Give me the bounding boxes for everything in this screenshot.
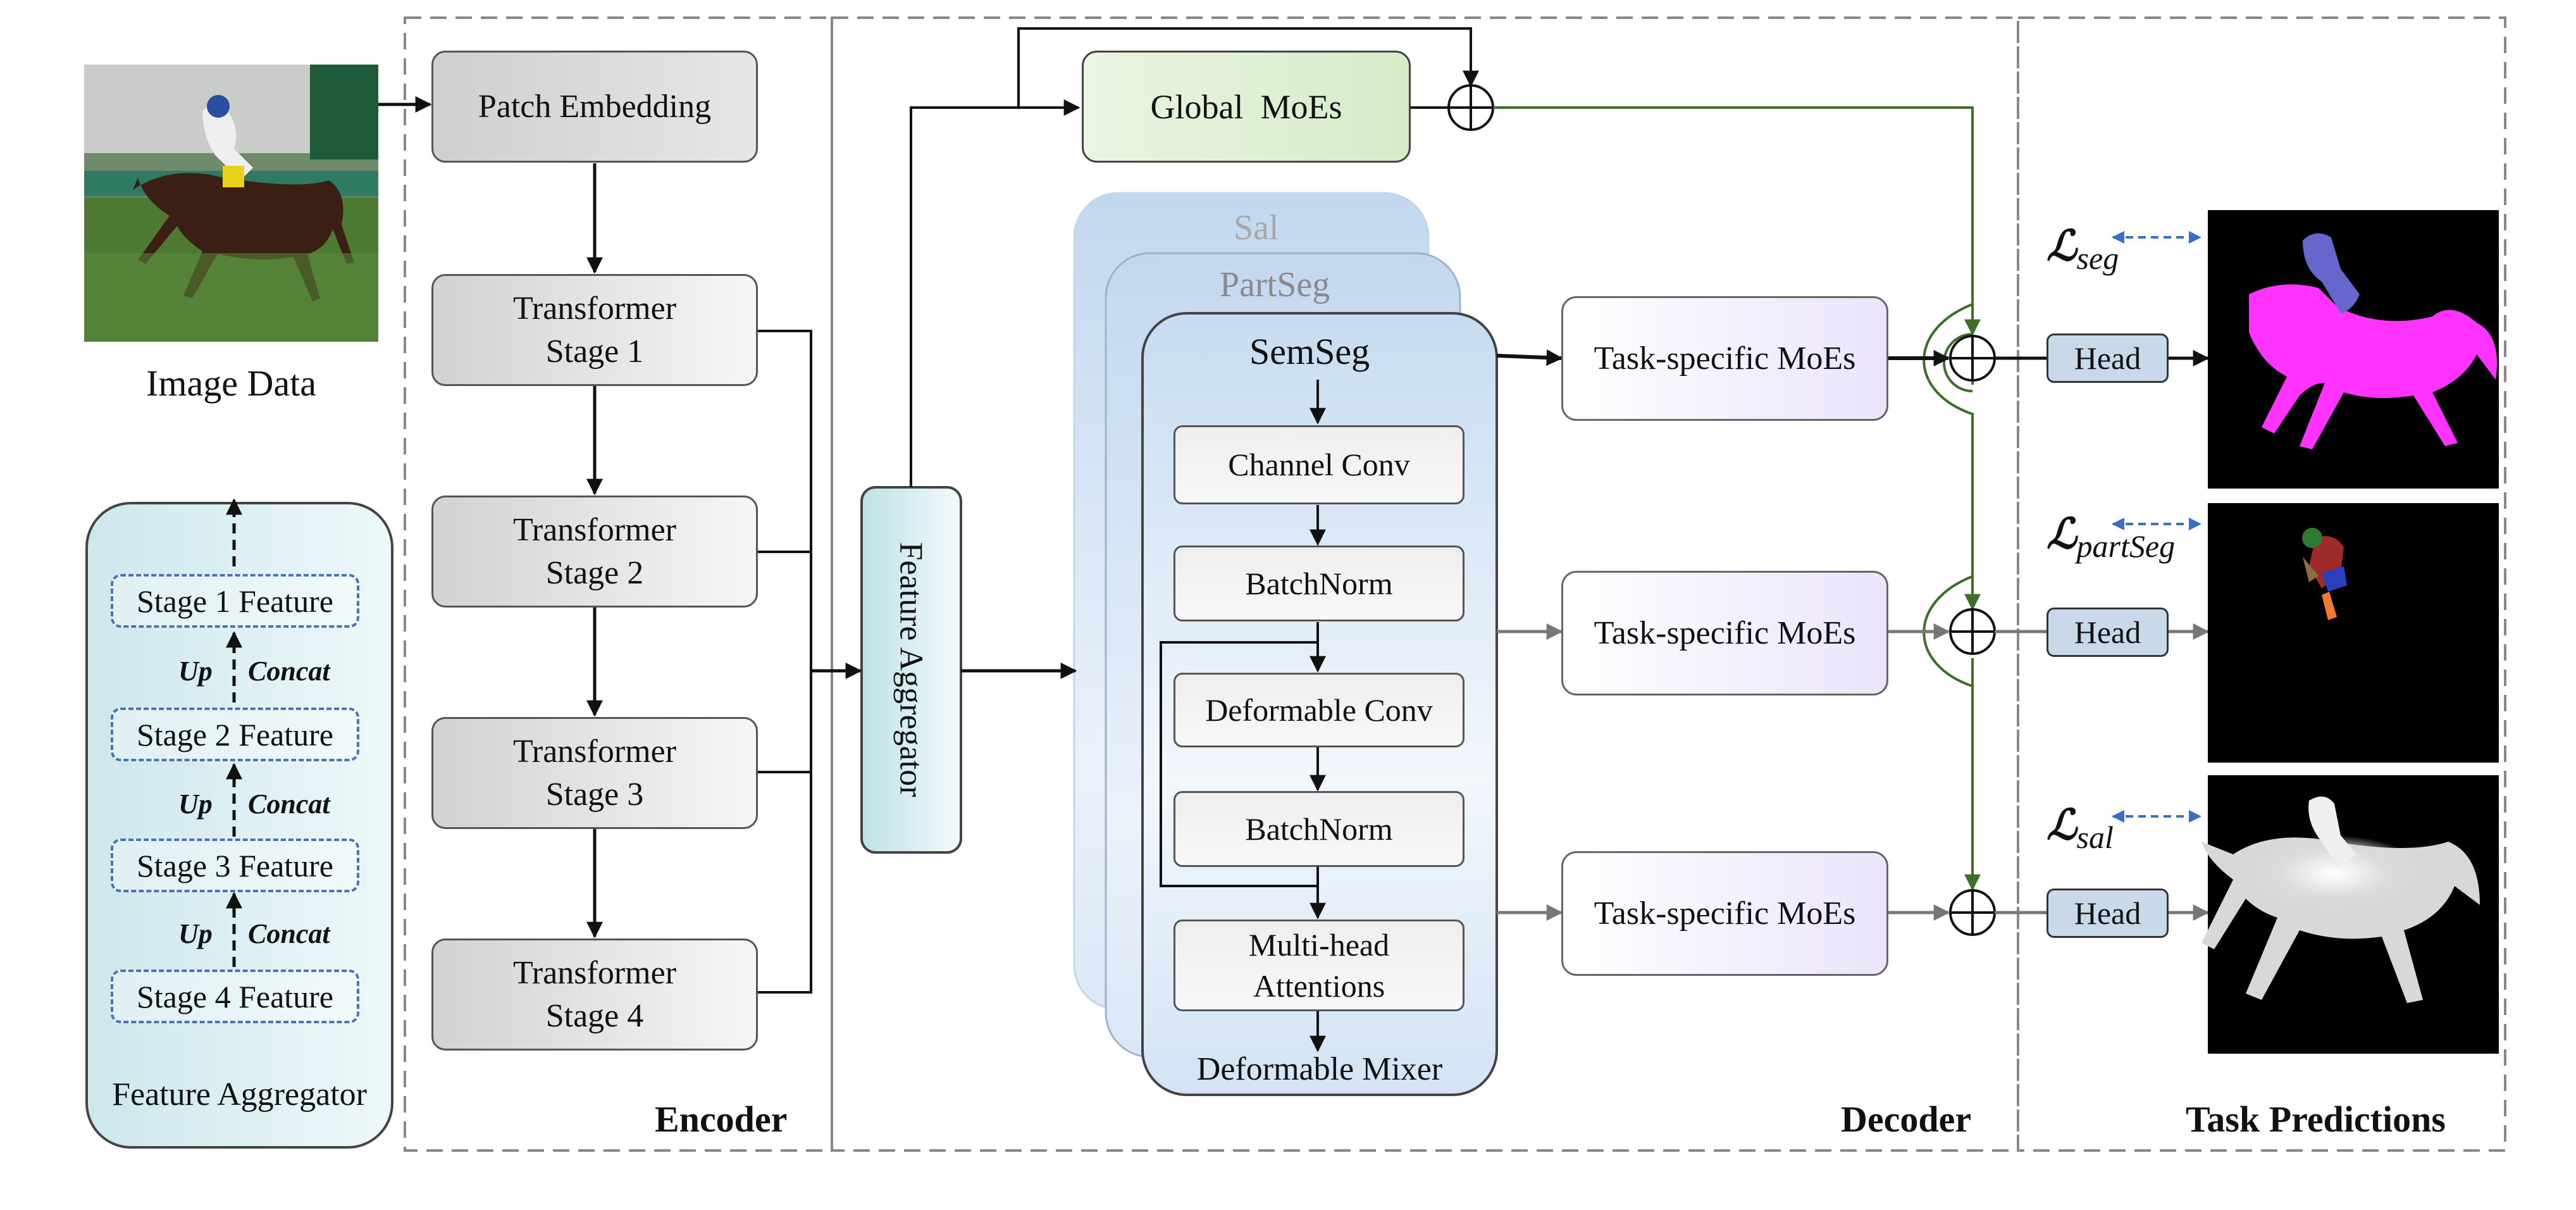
up-label-3: Up bbox=[178, 918, 213, 949]
multihead-attention-block: Multi-head Attentions bbox=[1173, 920, 1464, 1011]
head-sal: Head bbox=[2047, 889, 2169, 938]
up-label-2: Up bbox=[178, 789, 213, 820]
channel-conv-block: Channel Conv bbox=[1173, 425, 1464, 504]
input-image bbox=[84, 65, 378, 342]
image-data-label: Image Data bbox=[146, 363, 316, 404]
feature-aggregator-label: Feature Aggregator bbox=[893, 542, 929, 797]
head-partseg: Head bbox=[2047, 608, 2169, 657]
loss-seg-symbol: ℒ bbox=[2047, 223, 2077, 270]
encoder-section-border bbox=[404, 16, 833, 1152]
global-moes-label: Global MoEs bbox=[1150, 87, 1342, 126]
attention-line2: Attentions bbox=[1253, 968, 1385, 1004]
aggregator-panel-title: Feature Aggregator bbox=[112, 1076, 367, 1113]
predictions-title: Task Predictions bbox=[2186, 1099, 2446, 1140]
task-moe-partseg: Task-specific MoEs bbox=[1561, 571, 1888, 695]
decoder-title: Decoder bbox=[1841, 1099, 1972, 1140]
transformer-stage-3: Transformer Stage 3 bbox=[431, 717, 758, 829]
green-route-to-seg bbox=[1493, 106, 1981, 336]
concat-label-3: Concat bbox=[248, 918, 330, 949]
mixer-residual-path bbox=[1160, 641, 1318, 887]
global-moes-block: Global MoEs bbox=[1082, 51, 1411, 163]
deformable-conv-block: Deformable Conv bbox=[1173, 673, 1464, 747]
loss-seg: ℒseg bbox=[2047, 221, 2119, 277]
encoder-output-bus bbox=[757, 330, 812, 994]
loss-seg-subscript: seg bbox=[2076, 240, 2119, 277]
transformer-stage-1: Transformer Stage 1 bbox=[431, 274, 758, 386]
stage-3-line1: Transformer bbox=[512, 733, 677, 770]
patch-embedding-block: Patch Embedding bbox=[431, 51, 758, 163]
stage-4-line2: Stage 4 bbox=[545, 997, 644, 1034]
stage-2-line1: Transformer bbox=[512, 511, 677, 548]
stage-4-feature: Stage 4 Feature bbox=[111, 970, 359, 1023]
loss-sal: ℒsal bbox=[2047, 801, 2114, 856]
concat-label-1: Concat bbox=[248, 656, 330, 687]
up-label-1: Up bbox=[178, 656, 213, 687]
deformable-mixer-label: Deformable Mixer bbox=[1196, 1051, 1443, 1087]
arrow-skip-to-global-sum bbox=[1017, 27, 1479, 108]
loss-partseg-symbol: ℒ bbox=[2047, 511, 2077, 558]
stage-3-line2: Stage 3 bbox=[545, 776, 644, 813]
loss-partseg-subscript: partSeg bbox=[2076, 528, 2176, 564]
partseg-stack-label: PartSeg bbox=[1220, 265, 1330, 304]
stage-1-line2: Stage 1 bbox=[545, 333, 644, 370]
stage-4-line1: Transformer bbox=[512, 954, 677, 991]
seg-sum-node bbox=[1949, 335, 1996, 382]
arrow-semseg-to-moe bbox=[1496, 349, 1563, 366]
transformer-stage-2: Transformer Stage 2 bbox=[431, 496, 758, 608]
loss-partseg: ℒpartSeg bbox=[2047, 509, 2175, 564]
stage-2-line2: Stage 2 bbox=[545, 554, 644, 591]
partseg-sum-node bbox=[1949, 608, 1996, 655]
sal-sum-node bbox=[1949, 889, 1996, 936]
concat-label-2: Concat bbox=[248, 789, 330, 820]
green-bypass-seg bbox=[1923, 302, 1974, 416]
seg-prediction-image bbox=[2208, 210, 2499, 489]
stage-1-feature: Stage 1 Feature bbox=[111, 574, 359, 628]
predictions-section-border bbox=[2017, 16, 2506, 1152]
semseg-stack-label: SemSeg bbox=[1249, 331, 1370, 372]
task-moe-seg: Task-specific MoEs bbox=[1561, 296, 1888, 421]
patch-embedding-label: Patch Embedding bbox=[478, 89, 712, 125]
arrow-aggregator-to-global bbox=[910, 99, 1081, 487]
encoder-title: Encoder bbox=[655, 1099, 788, 1140]
loss-sal-subscript: sal bbox=[2076, 820, 2114, 856]
task-moe-sal: Task-specific MoEs bbox=[1561, 851, 1888, 976]
loss-sal-symbol: ℒ bbox=[2047, 802, 2077, 849]
partseg-prediction-image bbox=[2208, 503, 2499, 763]
transformer-stage-4: Transformer Stage 4 bbox=[431, 939, 758, 1051]
batchnorm-block-2: BatchNorm bbox=[1173, 791, 1464, 867]
head-seg: Head bbox=[2047, 334, 2169, 383]
sal-stack-label: Sal bbox=[1234, 208, 1279, 247]
attention-line1: Multi-head bbox=[1248, 926, 1390, 963]
batchnorm-block-1: BatchNorm bbox=[1173, 546, 1464, 621]
stage-3-feature: Stage 3 Feature bbox=[111, 839, 359, 892]
stage-1-line1: Transformer bbox=[512, 290, 677, 327]
stage-2-feature: Stage 2 Feature bbox=[111, 708, 359, 761]
sal-prediction-image bbox=[2201, 775, 2499, 1054]
